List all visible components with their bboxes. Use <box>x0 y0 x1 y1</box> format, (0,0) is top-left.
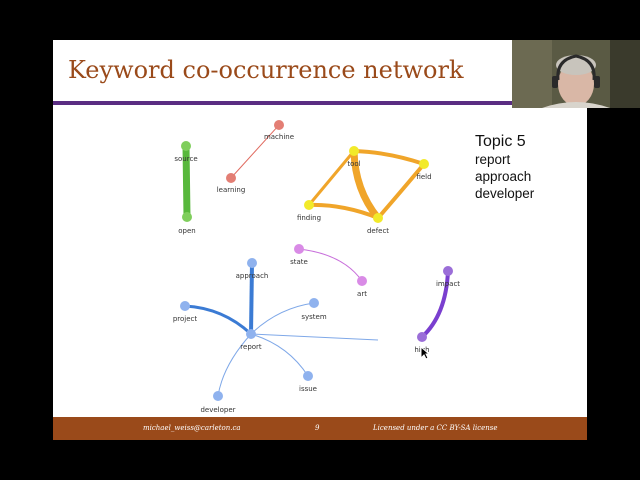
edge-state-art <box>298 248 363 282</box>
node-label: source <box>174 155 197 163</box>
node-label: art <box>357 290 367 298</box>
edge-tool-field <box>353 149 425 166</box>
node-label: developer <box>200 406 235 414</box>
edge-report-system <box>250 302 315 335</box>
node-machine <box>274 120 284 130</box>
node-developer <box>213 391 223 401</box>
node-label: field <box>416 173 431 181</box>
node-label: impact <box>436 280 460 288</box>
node-defect <box>373 213 383 223</box>
topic-word: developer <box>475 186 535 201</box>
node-art <box>357 276 367 286</box>
node-label: open <box>178 227 195 235</box>
node-label: system <box>301 313 326 321</box>
node-approach <box>247 258 257 268</box>
footer-license: Licensed under a CC BY-SA license <box>373 424 498 432</box>
topic-word: approach <box>475 169 532 184</box>
edge-finding-defect <box>308 202 379 220</box>
node-source <box>181 141 191 151</box>
slide-footer: michael_weiss@carleton.ca 9 Licensed und… <box>53 417 587 440</box>
footer-page-number: 9 <box>315 424 320 432</box>
edge-source-open <box>182 142 191 221</box>
edge-report-right <box>250 333 379 341</box>
node-issue <box>303 371 313 381</box>
node-label: learning <box>217 186 246 194</box>
edge-impact-high <box>420 270 450 339</box>
node-label: tool <box>347 160 360 168</box>
node-state <box>294 244 304 254</box>
node-high <box>417 332 427 342</box>
node-label: report <box>240 343 262 351</box>
edge-tool-finding <box>307 150 356 206</box>
node-label: machine <box>264 133 294 141</box>
edge-machine-learning <box>230 124 280 179</box>
node-tool <box>349 146 359 156</box>
topic-box: Topic 5 report approach developer <box>475 132 534 202</box>
node-system <box>309 298 319 308</box>
mouse-pointer-icon <box>420 346 430 360</box>
node-label: project <box>173 315 198 323</box>
node-label: state <box>290 258 308 266</box>
edge-tool-defect <box>350 150 381 221</box>
node-project <box>180 301 190 311</box>
edge-report-issue <box>250 333 309 377</box>
node-open <box>182 212 192 222</box>
node-label: issue <box>299 385 317 393</box>
topic-title: Topic 5 <box>475 133 526 150</box>
node-label: defect <box>367 227 389 235</box>
slide-title: Keyword co-occurrence network <box>68 56 464 84</box>
edge-report-approach <box>249 262 254 335</box>
slide: Keyword co-occurrence network <box>53 40 587 440</box>
footer-email: michael_weiss@carleton.ca <box>143 424 241 432</box>
topic-word: report <box>475 152 511 167</box>
edge-report-project <box>184 304 253 336</box>
edge-report-developer <box>217 333 252 397</box>
title-divider <box>53 101 587 105</box>
node-impact <box>443 266 453 276</box>
node-learning <box>226 173 236 183</box>
presenter-image <box>512 40 640 108</box>
keyword-network-graph: source open machine learning tool field … <box>173 120 460 414</box>
node-label: finding <box>297 214 321 222</box>
node-finding <box>304 200 314 210</box>
edge-field-defect <box>376 162 426 220</box>
presenter-webcam <box>512 40 640 108</box>
node-report <box>246 329 256 339</box>
node-field <box>419 159 429 169</box>
node-label: approach <box>236 272 269 280</box>
